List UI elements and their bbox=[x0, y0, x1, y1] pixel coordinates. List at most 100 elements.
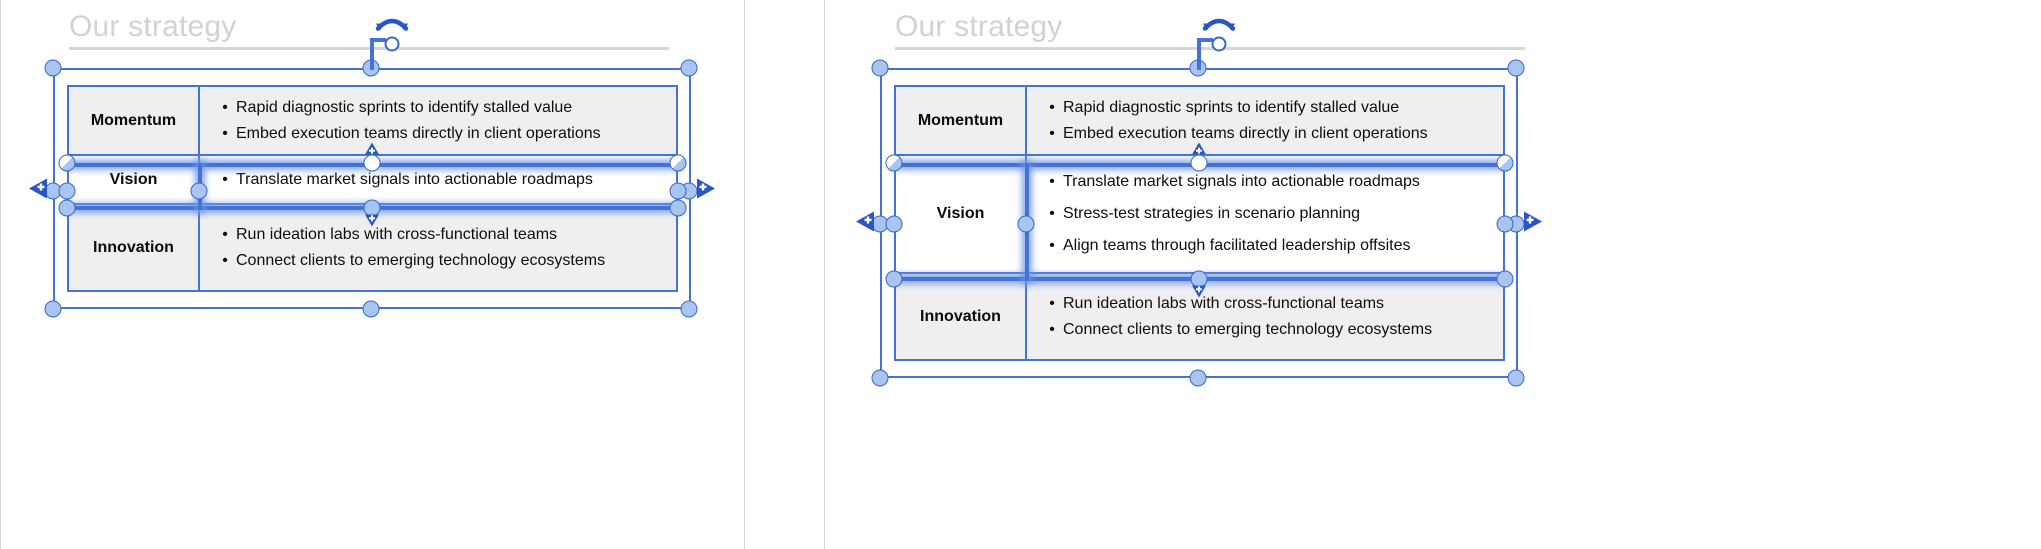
slide-panel-after: Our strategy Momentum • Rapid diagnostic… bbox=[824, 0, 2041, 549]
resize-down-marker[interactable] bbox=[1191, 283, 1207, 304]
list-item: • Translate market signals into actionab… bbox=[200, 167, 676, 193]
resize-handle-top-right[interactable] bbox=[680, 59, 698, 77]
resize-handle-bottom-left[interactable] bbox=[871, 369, 889, 387]
table-cell-label[interactable]: Momentum bbox=[69, 87, 200, 154]
list-item-text: Embed execution teams directly in client… bbox=[1063, 124, 1428, 142]
table-cell-label[interactable]: Vision bbox=[896, 156, 1027, 272]
list-item: • Run ideation labs with cross-functiona… bbox=[1027, 291, 1503, 317]
rotate-elbow-horizontal bbox=[1197, 38, 1213, 42]
list-item-text: Rapid diagnostic sprints to identify sta… bbox=[1063, 98, 1400, 116]
list-item-text: Embed execution teams directly in client… bbox=[236, 124, 601, 142]
list-item: • Connect clients to emerging technology… bbox=[200, 248, 676, 274]
insert-row-right-marker[interactable] bbox=[696, 178, 716, 205]
page-title: Our strategy bbox=[69, 10, 237, 43]
table-cell-body[interactable]: • Rapid diagnostic sprints to identify s… bbox=[1027, 87, 1503, 154]
list-item-text: Translate market signals into actionable… bbox=[1063, 173, 1420, 190]
rotate-knob[interactable] bbox=[1211, 36, 1227, 52]
resize-handle-top-left[interactable] bbox=[871, 59, 889, 77]
rotate-knob[interactable] bbox=[384, 36, 400, 52]
bullet-icon: • bbox=[1049, 320, 1055, 338]
resize-handle-bottom-right[interactable] bbox=[680, 300, 698, 318]
list-item: • Embed execution teams directly in clie… bbox=[200, 121, 676, 147]
list-item-text: Connect clients to emerging technology e… bbox=[1063, 320, 1433, 338]
table-row[interactable]: Momentum • Rapid diagnostic sprints to i… bbox=[896, 87, 1503, 156]
bullet-icon: • bbox=[222, 225, 228, 243]
resize-up-marker[interactable] bbox=[1191, 142, 1207, 163]
table-cell-body[interactable]: • Rapid diagnostic sprints to identify s… bbox=[200, 87, 676, 154]
resize-handle-bottom-center[interactable] bbox=[362, 300, 380, 318]
table-row[interactable]: Momentum • Rapid diagnostic sprints to i… bbox=[69, 87, 676, 156]
row-handle-middle-left[interactable] bbox=[58, 182, 76, 200]
row-handle-middle-left[interactable] bbox=[885, 215, 903, 233]
list-item: • Translate market signals into actionab… bbox=[1027, 166, 1503, 198]
row-handle-top-center[interactable] bbox=[363, 154, 381, 172]
resize-handle-bottom-center[interactable] bbox=[1189, 369, 1207, 387]
list-item-text: Align teams through facilitated leadersh… bbox=[1063, 237, 1411, 254]
list-item: • Align teams through facilitated leader… bbox=[1027, 230, 1503, 262]
resize-handle-top-left[interactable] bbox=[44, 59, 62, 77]
resize-handle-bottom-left[interactable] bbox=[44, 300, 62, 318]
bullet-icon: • bbox=[1049, 98, 1055, 116]
table-row[interactable]: Innovation • Run ideation labs with cros… bbox=[896, 274, 1503, 359]
row-handle-middle-center[interactable] bbox=[190, 182, 208, 200]
row-handle-bottom-left[interactable] bbox=[885, 270, 903, 288]
row-handle-top-center[interactable] bbox=[1190, 154, 1208, 172]
bullet-icon: • bbox=[222, 170, 228, 188]
row-handle-middle-right[interactable] bbox=[669, 182, 687, 200]
table-cell-body[interactable]: • Run ideation labs with cross-functiona… bbox=[200, 205, 676, 290]
list-item-text: Stress-test strategies in scenario plann… bbox=[1063, 205, 1361, 222]
list-item-text: Rapid diagnostic sprints to identify sta… bbox=[236, 98, 573, 116]
table-cell-label[interactable]: Innovation bbox=[896, 274, 1027, 359]
table-cell-body[interactable]: • Translate market signals into actionab… bbox=[1027, 156, 1503, 272]
row-handle-bottom-right[interactable] bbox=[1496, 270, 1514, 288]
row-handle-top-left[interactable] bbox=[885, 154, 903, 172]
insert-row-left-marker[interactable] bbox=[855, 211, 875, 238]
bullet-icon: • bbox=[1049, 173, 1055, 190]
bullet-icon: • bbox=[1049, 124, 1055, 142]
row-handle-middle-center[interactable] bbox=[1017, 215, 1035, 233]
row-handle-top-left[interactable] bbox=[58, 154, 76, 172]
page-title: Our strategy bbox=[895, 10, 1063, 43]
table-row[interactable]: Innovation • Run ideation labs with cros… bbox=[69, 205, 676, 290]
row-handle-top-right[interactable] bbox=[669, 154, 687, 172]
bullet-icon: • bbox=[1049, 294, 1055, 312]
strategy-table[interactable]: Momentum • Rapid diagnostic sprints to i… bbox=[67, 85, 678, 292]
list-item: • Connect clients to emerging technology… bbox=[1027, 317, 1503, 343]
resize-down-marker[interactable] bbox=[364, 212, 380, 233]
list-item-text: Run ideation labs with cross-functional … bbox=[1063, 294, 1385, 312]
table-cell-label[interactable]: Innovation bbox=[69, 205, 200, 290]
table-cell-label[interactable]: Momentum bbox=[896, 87, 1027, 154]
row-handle-bottom-right[interactable] bbox=[669, 199, 687, 217]
rotate-elbow-horizontal bbox=[370, 38, 386, 42]
row-handle-bottom-left[interactable] bbox=[58, 199, 76, 217]
resize-up-marker[interactable] bbox=[364, 142, 380, 163]
insert-row-right-marker[interactable] bbox=[1523, 211, 1543, 238]
bullet-icon: • bbox=[1049, 237, 1055, 254]
insert-row-left-marker[interactable] bbox=[28, 178, 48, 205]
bullet-icon: • bbox=[222, 124, 228, 142]
list-item-text: Translate market signals into actionable… bbox=[236, 170, 593, 188]
table-row-selected[interactable]: Vision • Translate market signals into a… bbox=[896, 156, 1503, 274]
resize-handle-top-right[interactable] bbox=[1507, 59, 1525, 77]
list-item-text: Run ideation labs with cross-functional … bbox=[236, 225, 558, 243]
rotate-elbow-vertical bbox=[370, 38, 374, 70]
slide-panel-before: Our strategy Momentum • Rapid diagnostic… bbox=[0, 0, 745, 549]
list-item: • Stress-test strategies in scenario pla… bbox=[1027, 198, 1503, 230]
rotate-arrow-icon bbox=[375, 15, 409, 38]
table-cell-body[interactable]: • Run ideation labs with cross-functiona… bbox=[1027, 274, 1503, 359]
list-item: • Embed execution teams directly in clie… bbox=[1027, 121, 1503, 147]
bullet-icon: • bbox=[1049, 205, 1055, 222]
title-underline bbox=[69, 47, 669, 50]
row-handle-top-right[interactable] bbox=[1496, 154, 1514, 172]
rotate-arrow-icon bbox=[1202, 15, 1236, 38]
bullet-icon: • bbox=[222, 98, 228, 116]
list-item: • Rapid diagnostic sprints to identify s… bbox=[200, 95, 676, 121]
list-item: • Run ideation labs with cross-functiona… bbox=[200, 222, 676, 248]
strategy-table[interactable]: Momentum • Rapid diagnostic sprints to i… bbox=[894, 85, 1505, 361]
title-underline bbox=[895, 47, 1525, 50]
row-handle-middle-right[interactable] bbox=[1496, 215, 1514, 233]
bullet-icon: • bbox=[222, 251, 228, 269]
resize-handle-bottom-right[interactable] bbox=[1507, 369, 1525, 387]
rotate-elbow-vertical bbox=[1197, 38, 1201, 70]
